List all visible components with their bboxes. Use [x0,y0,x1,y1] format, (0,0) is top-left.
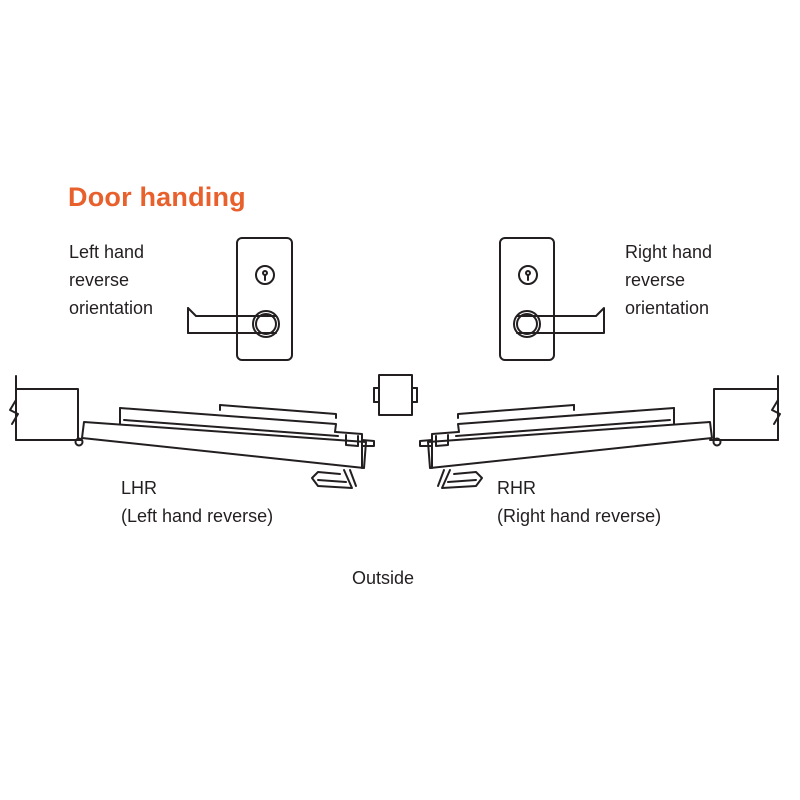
diagram-title: Door handing [68,182,246,212]
right-key-cylinder-icon [518,265,538,285]
outside-label: Outside [352,568,415,588]
right-lever-trim-icon [499,237,605,361]
right-orientation-label: Right hand reverse orientation [625,242,713,318]
door-strike-icon [373,374,418,416]
lhr-label: LHR (Left hand reverse) [121,478,274,526]
left-lever-trim-icon [187,237,293,361]
right-door-leaf [419,404,713,489]
rhr-label: RHR (Right hand reverse) [497,478,662,526]
left-orientation-label: Left hand reverse orientation [69,242,154,318]
left-door-leaf [81,404,375,489]
right-lever-handle [516,307,605,334]
right-lever-rose [513,310,541,338]
left-escutcheon [236,237,293,361]
left-door-frame-icon [9,375,84,447]
left-lever-rose [252,310,280,338]
right-door-frame-icon [709,375,781,447]
right-escutcheon [499,237,555,361]
left-key-cylinder-icon [255,265,275,285]
